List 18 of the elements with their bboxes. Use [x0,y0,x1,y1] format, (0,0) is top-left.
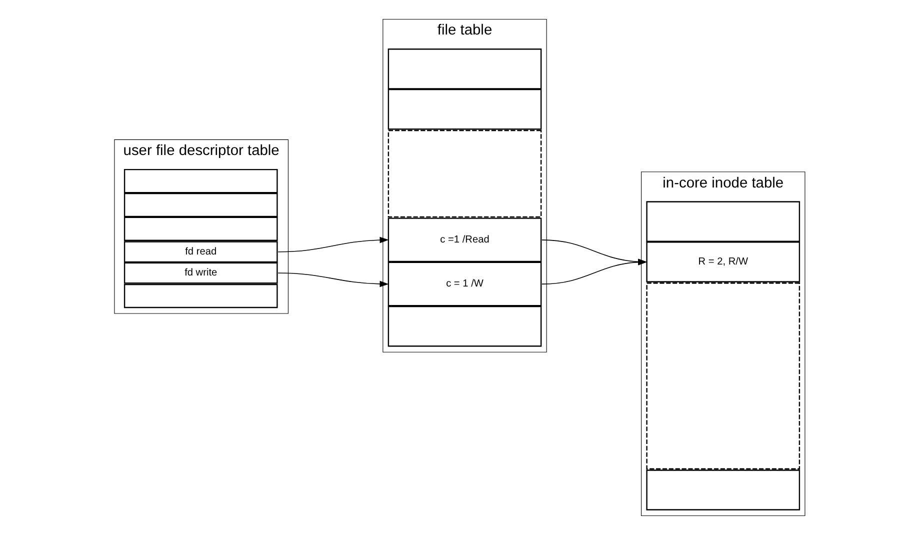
node-box: c = 1 /W [388,262,542,306]
node-box [388,306,542,347]
node-box: fd read [124,241,278,263]
node-box [646,282,800,470]
node-box [124,168,278,194]
arrow [278,236,389,252]
node-box [646,470,800,510]
node-box [388,48,542,90]
node-box [124,216,278,241]
node-box: R = 2, R/W [646,242,800,282]
node-box: c =1 /Read [388,218,542,262]
arrow [278,272,389,288]
node-box [124,284,278,308]
node-box [124,192,278,218]
node-box [388,130,542,218]
node-box [646,201,800,242]
node-box: fd write [124,262,278,284]
node-box [388,88,542,130]
